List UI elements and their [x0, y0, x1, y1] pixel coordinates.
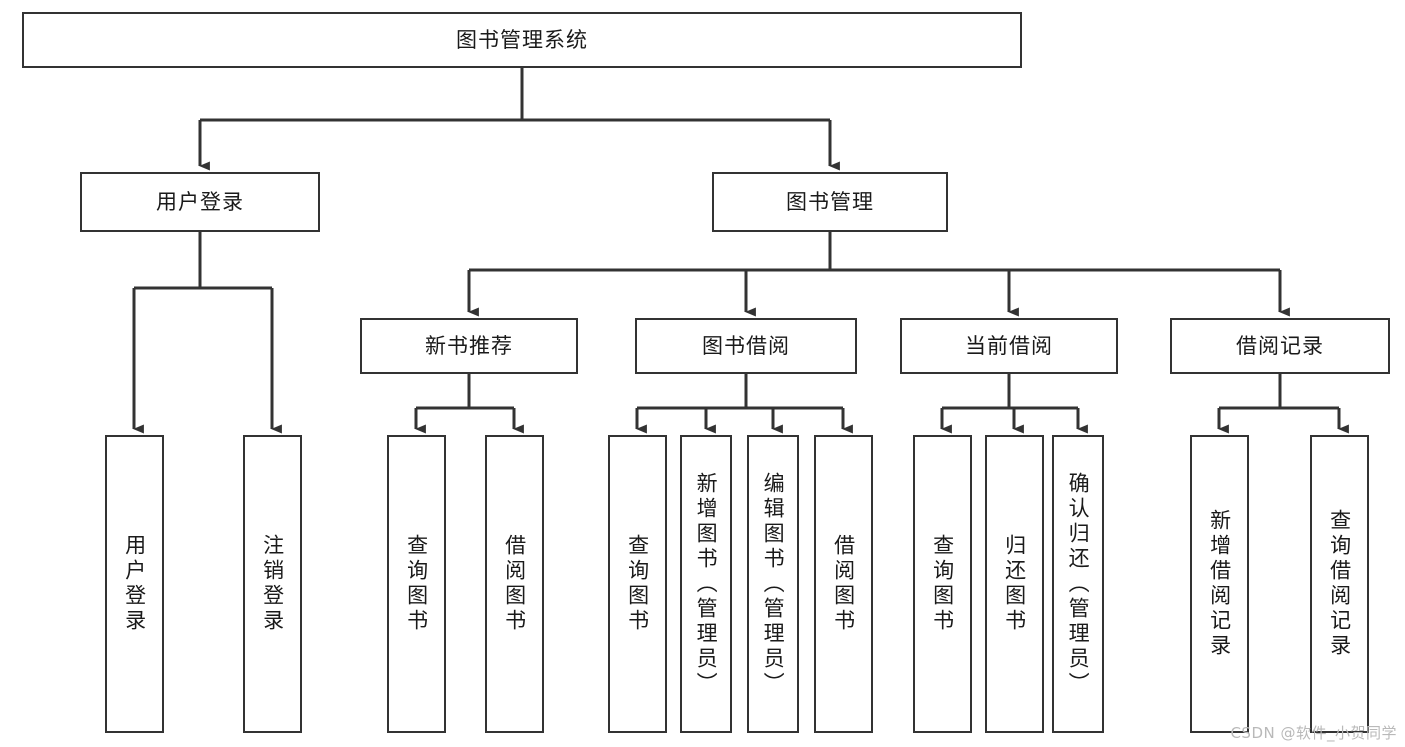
leaf-query-book-3[interactable]: 查询图书: [913, 435, 972, 733]
node-new-book-recommend[interactable]: 新书推荐: [360, 318, 578, 374]
node-current-borrow[interactable]: 当前借阅: [900, 318, 1118, 374]
leaf-add-record[interactable]: 新增借阅记录: [1190, 435, 1249, 733]
leaf-borrow-book-2[interactable]: 借阅图书: [814, 435, 873, 733]
csdn-watermark: CSDN @软件_小贺同学: [1230, 724, 1397, 742]
node-book-manage[interactable]: 图书管理: [712, 172, 948, 232]
leaf-query-book-2[interactable]: 查询图书: [608, 435, 667, 733]
leaf-return-book[interactable]: 归还图书: [985, 435, 1044, 733]
node-borrow-record[interactable]: 借阅记录: [1170, 318, 1390, 374]
leaf-query-record[interactable]: 查询借阅记录: [1310, 435, 1369, 733]
leaf-add-book[interactable]: 新增图书（管理员）: [680, 435, 732, 733]
leaf-borrow-book-1[interactable]: 借阅图书: [485, 435, 544, 733]
leaf-query-book-1[interactable]: 查询图书: [387, 435, 446, 733]
leaf-logout[interactable]: 注销登录: [243, 435, 302, 733]
leaf-user-login[interactable]: 用户登录: [105, 435, 164, 733]
node-root[interactable]: 图书管理系统: [22, 12, 1022, 68]
leaf-confirm-return[interactable]: 确认归还（管理员）: [1052, 435, 1104, 733]
node-user-login[interactable]: 用户登录: [80, 172, 320, 232]
leaf-edit-book[interactable]: 编辑图书（管理员）: [747, 435, 799, 733]
node-book-borrow[interactable]: 图书借阅: [635, 318, 857, 374]
